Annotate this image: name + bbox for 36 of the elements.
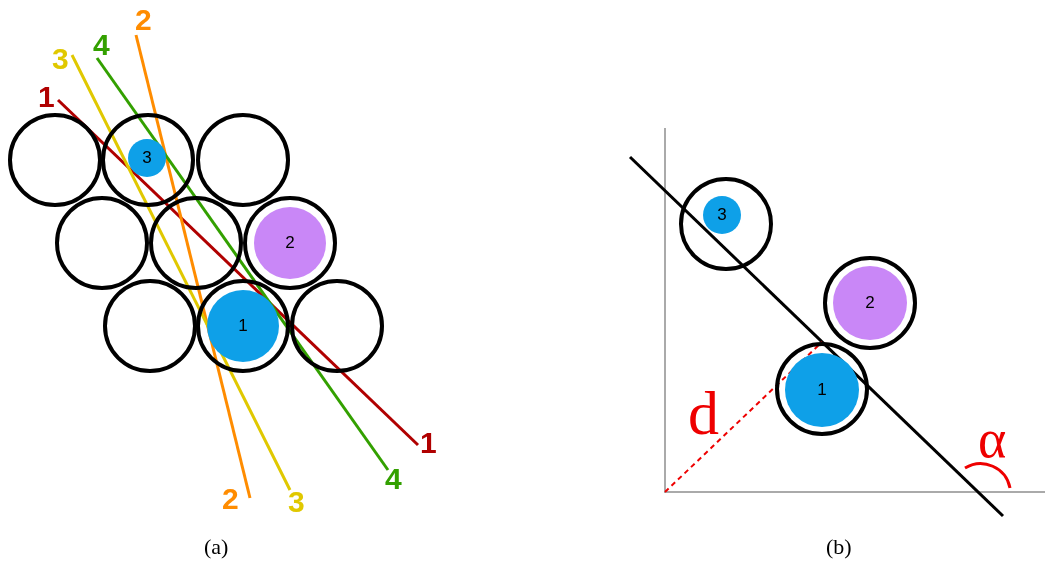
ring xyxy=(103,279,197,373)
ring xyxy=(196,113,290,207)
disk-number: 3 xyxy=(142,148,152,168)
numbered-disk xyxy=(254,207,326,279)
numbered-disk xyxy=(128,139,166,177)
numbered-disk xyxy=(833,266,907,340)
ring xyxy=(55,196,149,290)
ring xyxy=(679,177,773,271)
disk-number: 2 xyxy=(865,293,875,313)
ring xyxy=(8,113,102,207)
ring xyxy=(196,279,290,373)
ring xyxy=(101,113,195,207)
ring xyxy=(775,342,869,436)
disk-number: 1 xyxy=(238,316,248,336)
numbered-disk xyxy=(785,353,859,427)
numbered-disk xyxy=(703,196,741,234)
line-number: 3 xyxy=(52,44,69,74)
ring xyxy=(290,279,384,373)
angle-symbol: α xyxy=(978,412,1007,466)
panel-caption: (b) xyxy=(826,536,852,558)
line-number: 3 xyxy=(288,487,305,517)
line-number: 1 xyxy=(38,82,55,112)
ring xyxy=(823,256,917,350)
numbered-disk xyxy=(207,290,279,362)
disk-number: 2 xyxy=(285,233,295,253)
line-number: 4 xyxy=(385,464,402,494)
ring xyxy=(149,196,243,290)
line-number: 2 xyxy=(222,484,239,514)
disk-number: 1 xyxy=(817,380,827,400)
ring xyxy=(243,196,337,290)
disk-number: 3 xyxy=(717,205,727,225)
line-number: 1 xyxy=(420,428,437,458)
distance-symbol: d xyxy=(688,382,719,444)
panel-caption: (a) xyxy=(204,536,229,558)
line-number: 4 xyxy=(93,30,110,60)
line-number: 2 xyxy=(135,5,152,35)
